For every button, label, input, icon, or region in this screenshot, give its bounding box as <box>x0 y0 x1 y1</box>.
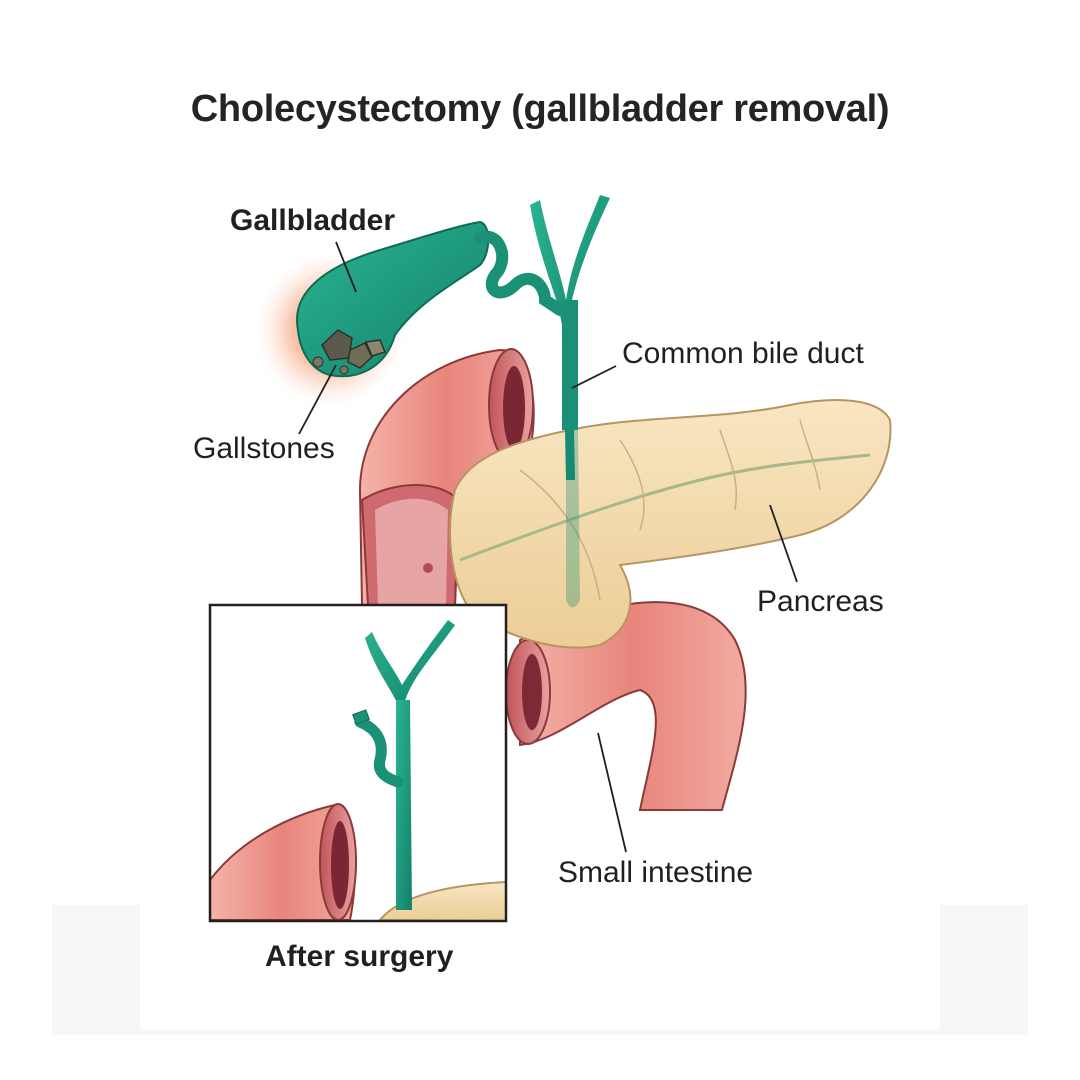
label-after-surgery: After surgery <box>265 940 453 974</box>
leader-common-bile-duct <box>572 366 616 388</box>
label-common-bile-duct: Common bile duct <box>622 337 864 371</box>
leader-small-intestine <box>598 733 626 852</box>
label-gallbladder: Gallbladder <box>230 204 395 238</box>
label-pancreas: Pancreas <box>757 585 884 619</box>
after-surgery-inset <box>210 605 506 921</box>
label-gallstones: Gallstones <box>193 432 335 466</box>
background-band-inner <box>140 905 940 1030</box>
label-small-intestine: Small intestine <box>558 856 753 890</box>
